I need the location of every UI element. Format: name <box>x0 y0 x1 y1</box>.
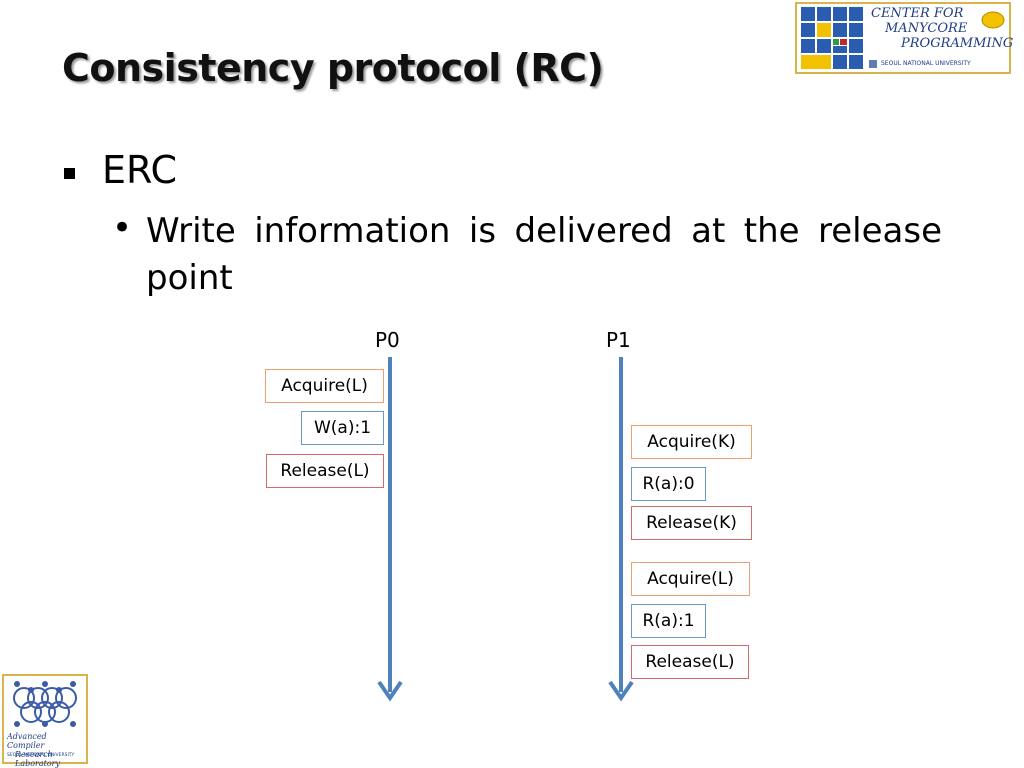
p0-op-release: Release(L) <box>266 454 384 488</box>
p1-op-read-1: R(a):1 <box>631 604 706 638</box>
logo-line-1: CENTER FOR <box>871 6 964 21</box>
logo-line-3: PROGRAMMING <box>901 36 1014 51</box>
p1-op-release-k: Release(K) <box>631 506 752 540</box>
arc-logo-footer: SEOUL NATIONAL UNIVERSITY <box>7 753 75 758</box>
p0-op-write: W(a):1 <box>301 411 384 445</box>
p0-op-acquire: Acquire(L) <box>265 369 384 403</box>
arc-logo-line-2: Research Laboratory <box>15 750 60 768</box>
lattice-icon <box>13 681 77 727</box>
arc-logo-line-1: Advanced Compiler <box>7 732 47 750</box>
p1-op-read-0: R(a):0 <box>631 467 706 501</box>
p1-op-release-l: Release(L) <box>631 645 749 679</box>
arc-lab-logo: Advanced Compiler Research Laboratory SE… <box>2 674 88 768</box>
process-label-p1: P1 <box>606 328 631 352</box>
dot-bullet-icon: • <box>112 208 133 248</box>
p0-arrowhead-icon <box>377 680 403 702</box>
p1-op-acquire-l: Acquire(L) <box>631 562 750 596</box>
manycore-grid-icon <box>801 7 1005 69</box>
bullet-text: ERC <box>102 148 178 192</box>
square-bullet-icon <box>64 168 75 179</box>
process-label-p0: P0 <box>375 328 400 352</box>
center-manycore-logo: CENTER FOR MANYCORE PROGRAMMING SEOUL NA… <box>795 2 1014 74</box>
logo-footer: SEOUL NATIONAL UNIVERSITY <box>881 60 971 67</box>
logo-line-2: MANYCORE <box>885 21 968 36</box>
slide-title: Consistency protocol (RC) <box>62 46 604 90</box>
sub-bullet-text: Write information is delivered at the re… <box>146 211 942 298</box>
p1-arrowhead-icon <box>608 680 634 702</box>
p1-op-acquire-k: Acquire(K) <box>631 425 752 459</box>
